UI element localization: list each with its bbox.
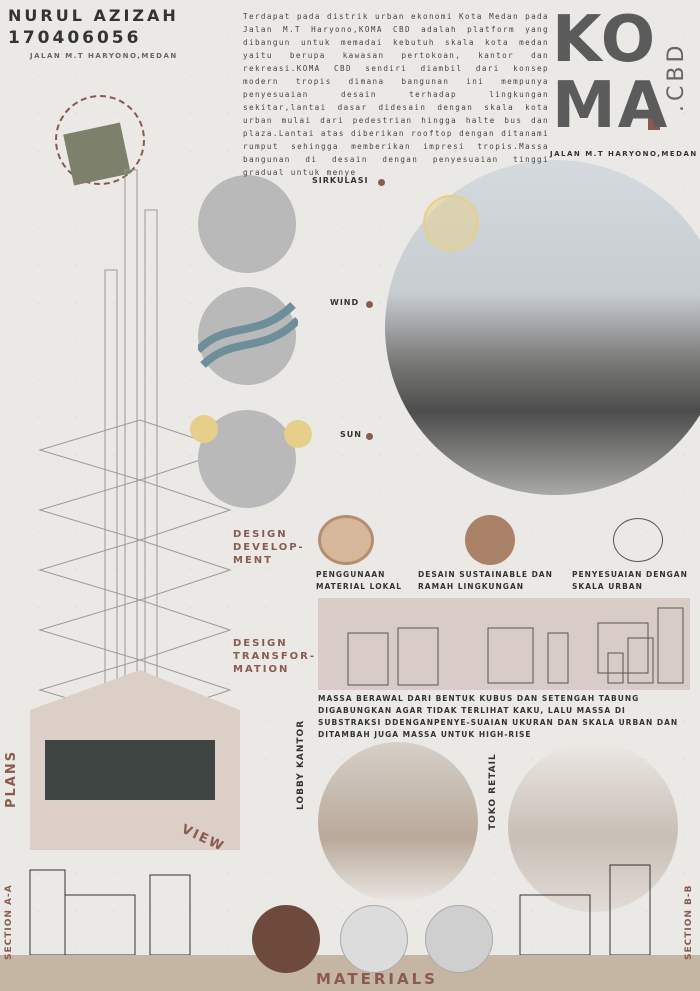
label-wind: WIND [330, 298, 360, 307]
design-transformation-title: DESIGN TRANSFOR-MATION [233, 638, 317, 675]
wind-icon [198, 302, 298, 368]
sun-icon [284, 420, 312, 448]
label-section-b: SECTION B-B [684, 884, 694, 961]
logo-dot [648, 118, 660, 130]
bullet [366, 301, 373, 308]
label-sirkulasi: SIRKULASI [312, 176, 369, 185]
section-a-drawing [29, 869, 191, 955]
bullet [366, 433, 373, 440]
design-development-title: DESIGN DEVELOP-MENT [233, 529, 305, 566]
lobby-render [318, 742, 478, 902]
sustainable-icon [465, 515, 515, 565]
label-lobby: LOBBY KANTOR [296, 719, 306, 810]
urban-icon [613, 518, 663, 562]
transformation-diagram [318, 598, 690, 690]
description: Terdapat pada distrik urban ekonomi Kota… [243, 12, 549, 177]
author-name: NURUL AZIZAH [8, 6, 179, 25]
label-sun: SUN [340, 430, 362, 439]
dev-item-2: DESAIN SUSTAINABLE DAN RAMAH LINGKUNGAN [418, 570, 553, 591]
transformation-text: MASSA BERAWAL DARI BENTUK KUBUS DAN SETE… [318, 694, 679, 739]
label-section-a: SECTION A-A [4, 884, 14, 960]
material-wood [252, 905, 320, 973]
site-dashed-circle [55, 95, 145, 185]
bullet [378, 179, 385, 186]
wood-icon [318, 515, 374, 565]
author-address: JALAN M.T HARYONO,MEDAN [30, 52, 178, 60]
material-fabric [340, 905, 408, 973]
sun-overlay-icon [423, 195, 479, 251]
massing-steps [347, 607, 684, 686]
dev-item-1: PENGGUNAAN MATERIAL LOKAL [316, 570, 402, 591]
dev-item-3: PENYESUAIAN DENGAN SKALA URBAN [572, 570, 688, 591]
logo-ko: KO [552, 3, 658, 77]
logo-cbd: .CBD [664, 41, 689, 112]
section-b-drawing [519, 864, 651, 955]
label-retail: TOKO RETAIL [488, 753, 498, 830]
sirkulasi-diagram [198, 175, 296, 273]
material-concrete [425, 905, 493, 973]
logo-ma: MA [552, 69, 670, 143]
author-id: 170406056 [8, 28, 142, 48]
sun-icon [190, 415, 218, 443]
label-materials: MATERIALS [316, 970, 438, 988]
logo-address: JALAN M.T HARYONO,MEDAN [550, 150, 698, 158]
exploded-axonometric [30, 169, 240, 850]
label-plans: PLANS [4, 749, 19, 808]
